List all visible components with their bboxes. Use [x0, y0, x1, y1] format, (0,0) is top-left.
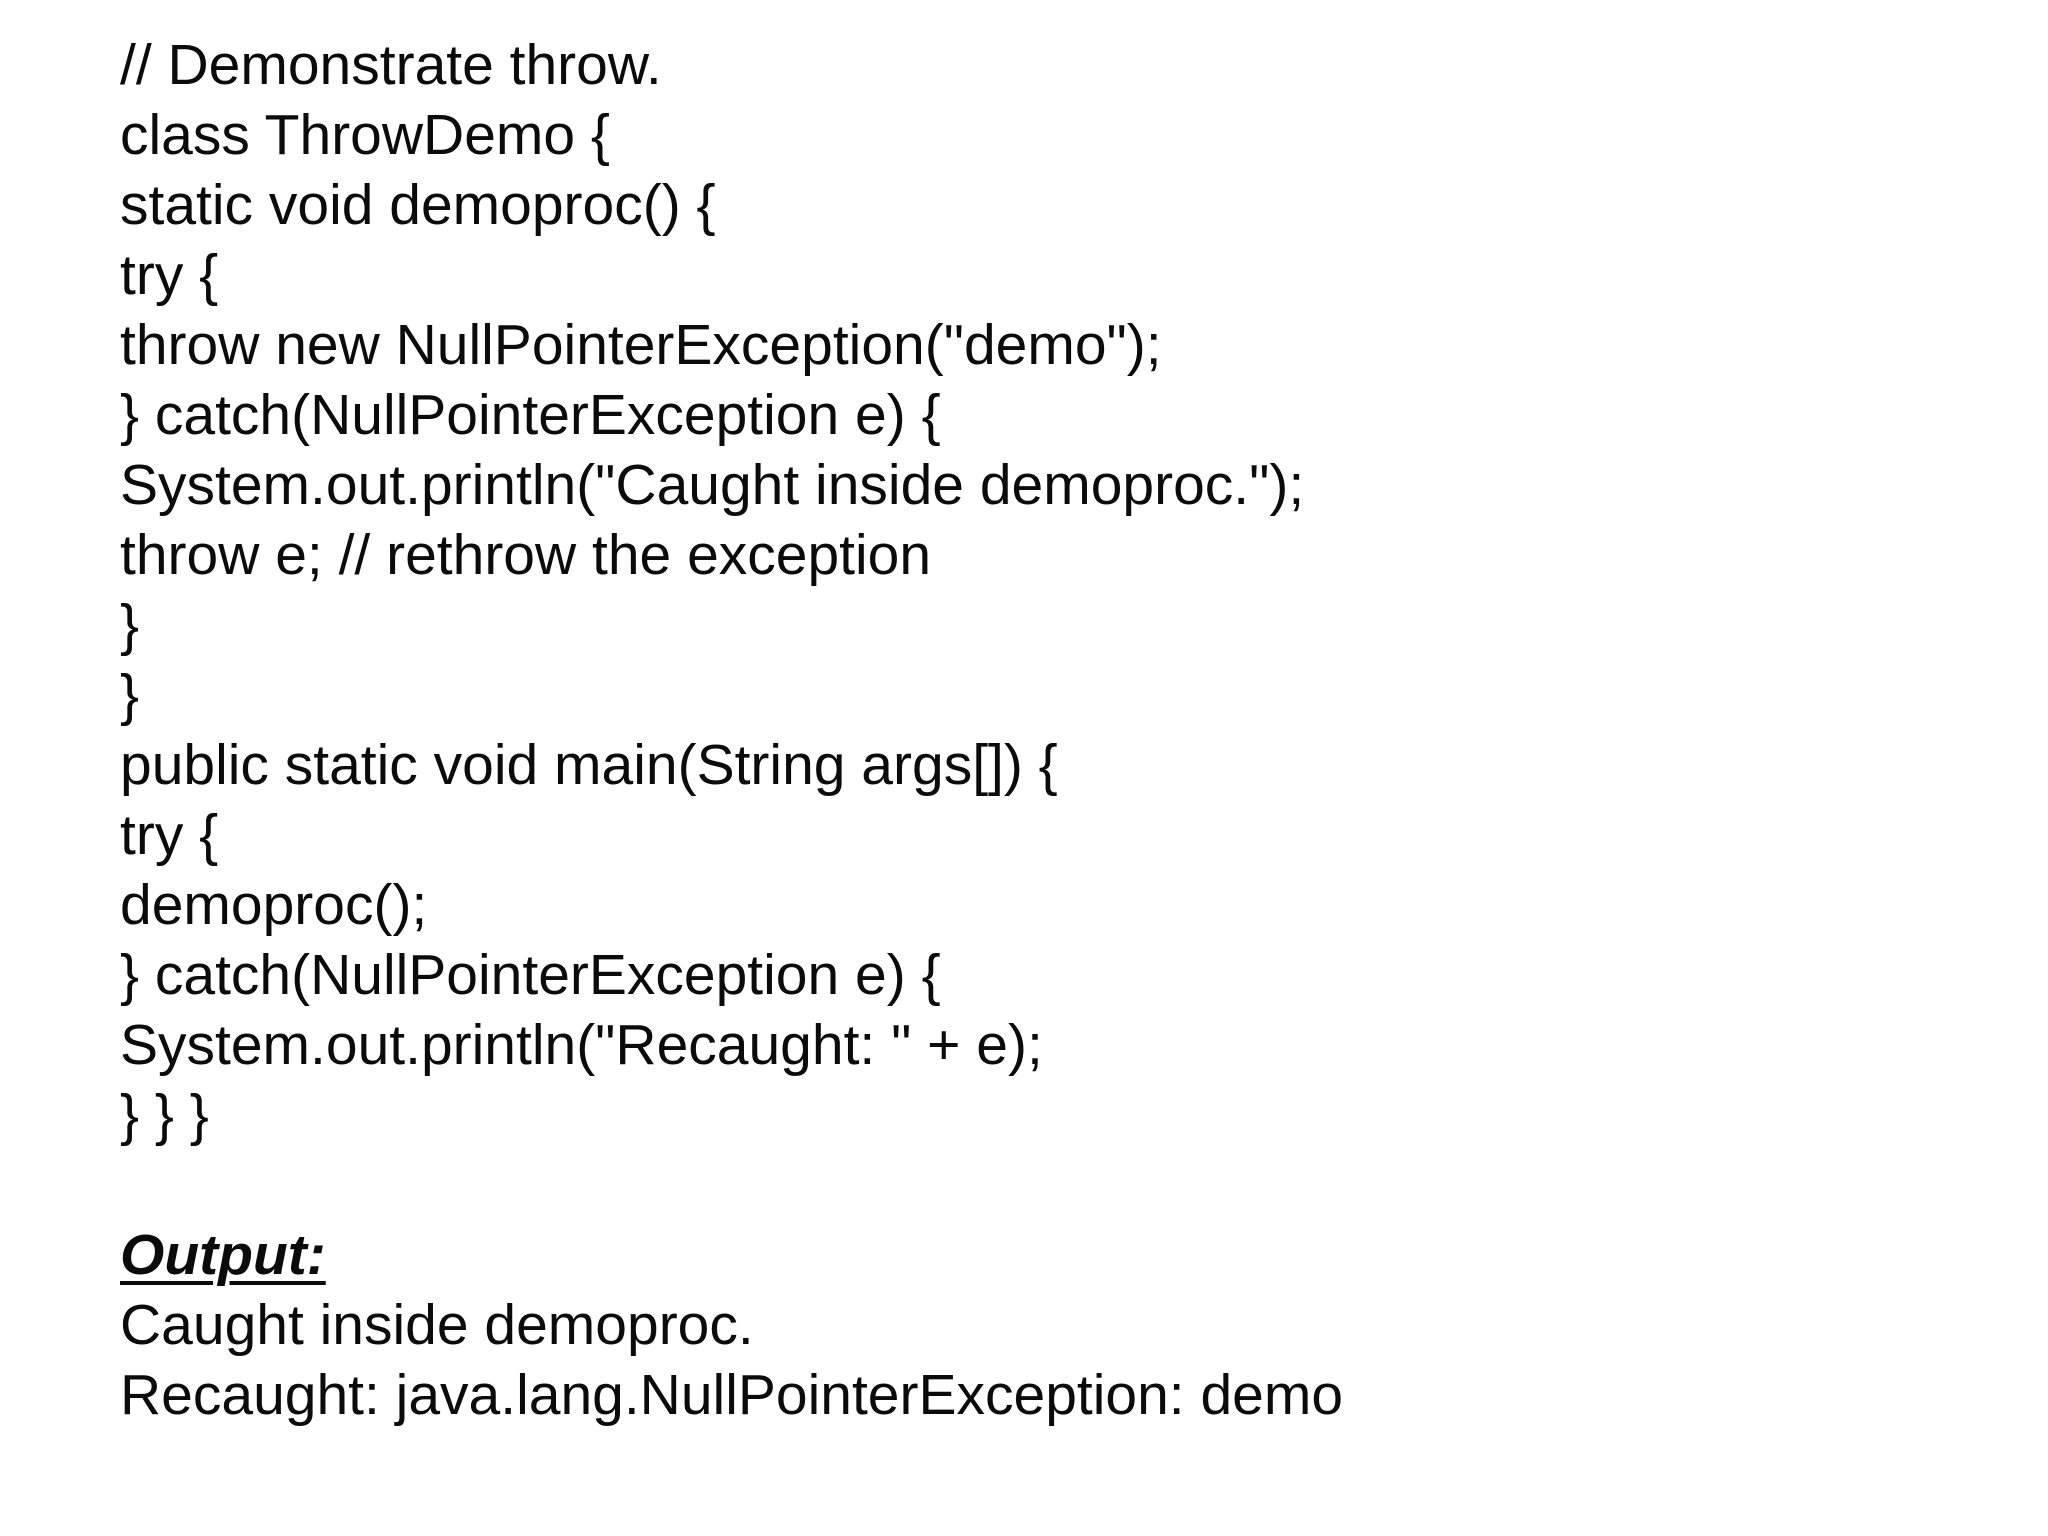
output-line: Recaught: java.lang.NullPointerException… [120, 1363, 1344, 1427]
code-line: class ThrowDemo { [120, 103, 610, 167]
code-line: } catch(NullPointerException e) { [120, 943, 941, 1007]
output-line: Caught inside demoproc. [120, 1293, 754, 1357]
output-heading: Output: [120, 1223, 326, 1287]
code-line: demoproc(); [120, 873, 428, 937]
code-line: try { [120, 243, 219, 307]
code-line: System.out.println("Recaught: " + e); [120, 1013, 1043, 1077]
code-line: throw e; // rethrow the exception [120, 523, 932, 587]
blank-line-spacer [120, 1150, 2048, 1220]
code-line: public static void main(String args[]) { [120, 733, 1058, 797]
code-line: } [120, 593, 140, 657]
document-page: // Demonstrate throw. class ThrowDemo { … [120, 33, 2048, 1427]
code-line: } [120, 663, 140, 727]
code-line: static void demoproc() { [120, 173, 716, 237]
code-line: } } } [120, 1083, 209, 1147]
code-line: } catch(NullPointerException e) { [120, 383, 941, 447]
code-line: // Demonstrate throw. [120, 33, 662, 97]
code-line: try { [120, 803, 219, 867]
code-line: throw new NullPointerException("demo"); [120, 313, 1162, 377]
code-line: System.out.println("Caught inside demopr… [120, 453, 1305, 517]
